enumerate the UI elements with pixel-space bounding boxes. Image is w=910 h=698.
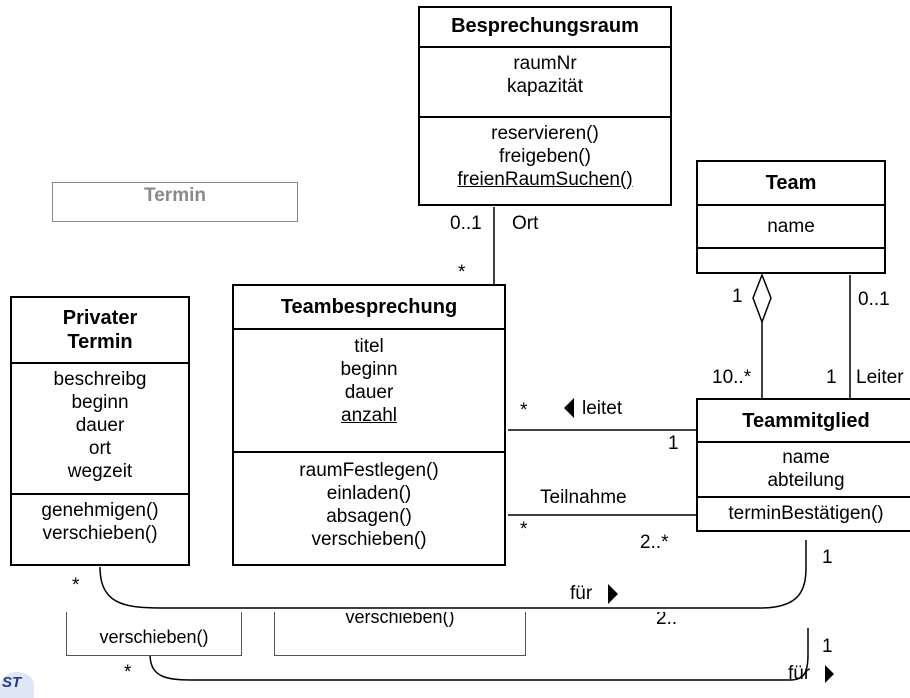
aggregation-diamond (752, 272, 772, 325)
operation: einladen() (326, 483, 412, 504)
class-name: Privater Termin (12, 298, 188, 362)
operation: verschieben() (311, 529, 427, 550)
class-name: Besprechungsraum (451, 15, 639, 37)
operation-section: reservieren() freigeben() freienRaumSuch… (420, 116, 670, 195)
attribute: name (782, 447, 830, 468)
association-name-teilnahme: Teilnahme (540, 487, 627, 508)
fuer-direction-arrow (608, 584, 618, 604)
attribute: raumNr (513, 53, 577, 74)
role-ort: Ort (512, 213, 539, 234)
attribute-section: name abteilung (698, 441, 910, 496)
ghost-direction-arrow (825, 665, 834, 683)
operation-section: terminBestätigen() (698, 496, 910, 529)
multiplicity-teilnahme-member: 2..* (640, 532, 669, 553)
role-leiter: Leiter (856, 367, 904, 388)
attribute: dauer (344, 382, 394, 403)
attribute-section: raumNr kapazität (420, 46, 670, 116)
multiplicity-teilnahme-besprechung: * (520, 519, 528, 540)
ghost-operation: verschieben() (99, 627, 209, 647)
attribute: beginn (71, 392, 129, 413)
class-besprechungsraum: Besprechungsraum raumNr kapazität reserv… (418, 6, 672, 206)
multiplicity-leitet-member: 1 (668, 433, 679, 454)
logo-text: ST (2, 674, 22, 691)
attribute: titel (354, 336, 384, 357)
attribute: abteilung (767, 470, 845, 491)
operation-section: genehmigen() verschieben() (12, 493, 188, 549)
class-team: Team name (696, 160, 886, 274)
class-name-line: Termin (67, 331, 133, 353)
operation-section: raumFestlegen() einladen() absagen() ver… (234, 451, 504, 557)
multiplicity-leitet-besprechung: * (520, 400, 528, 421)
class-name-line: Privater (62, 307, 138, 329)
class-teammitglied: Teammitglied name abteilung terminBestät… (696, 398, 910, 532)
attribute: name (767, 216, 815, 237)
operation: terminBestätigen() (728, 503, 884, 524)
ghost-association-line (149, 628, 809, 681)
multiplicity-team-leiter: 0..1 (858, 289, 890, 310)
static-operation: freienRaumSuchen() (457, 169, 633, 190)
multiplicity-raum: 0..1 (450, 213, 482, 234)
static-attribute: anzahl (341, 405, 397, 426)
operation: verschieben() (42, 523, 158, 544)
association-line-fuer (99, 540, 807, 609)
operation: reservieren() (491, 123, 599, 144)
operation: freigeben() (499, 146, 591, 167)
association-name-leitet: leitet (582, 398, 623, 419)
ghost-class-left: verschieben() (66, 612, 242, 656)
attribute: dauer (75, 415, 125, 436)
leitet-direction-arrow (564, 398, 574, 418)
multiplicity-besprechung: * (458, 262, 466, 283)
ghost-multiplicity-mid: 2.. (656, 612, 678, 626)
multiplicity-fuer-termin: * (72, 575, 80, 596)
class-termin: Termin (52, 182, 298, 222)
attribute: beginn (340, 359, 398, 380)
ghost-multiplicity-star: * (124, 662, 132, 683)
association-name-fuer: für (570, 583, 593, 604)
attribute: wegzeit (67, 461, 133, 482)
class-name: Teambesprechung (280, 296, 458, 318)
operation: raumFestlegen() (299, 460, 439, 481)
multiplicity-fuer-member: 1 (822, 547, 833, 568)
st-logo: ST (0, 672, 34, 698)
ghost-class-mid: verschieben() (274, 612, 526, 656)
attribute-section: titel beginn dauer anzahl (234, 328, 504, 451)
operation: absagen() (326, 506, 412, 527)
ghost-association-name: für (788, 663, 811, 684)
ghost-multiplicity-one: 1 (822, 636, 833, 657)
attribute: kapazität (506, 76, 584, 97)
multiplicity-member-aggregation: 10..* (712, 367, 752, 388)
class-name: Team (765, 172, 817, 194)
class-name: Termin (144, 185, 206, 206)
class-name: Teammitglied (742, 410, 870, 432)
attribute-section: beschreibg beginn dauer ort wegzeit (12, 362, 188, 493)
class-privater-termin: Privater Termin beschreibg beginn dauer … (10, 296, 190, 566)
multiplicity-leiter: 1 (826, 367, 837, 388)
multiplicity-team-aggregation: 1 (732, 286, 743, 307)
operation-section (698, 247, 884, 267)
attribute-section: name (698, 204, 884, 247)
attribute: beschreibg (53, 369, 147, 390)
ghost-operation: verschieben() (345, 612, 455, 627)
attribute: ort (88, 438, 112, 459)
operation: genehmigen() (41, 500, 159, 521)
class-teambesprechung: Teambesprechung titel beginn dauer anzah… (232, 284, 506, 566)
